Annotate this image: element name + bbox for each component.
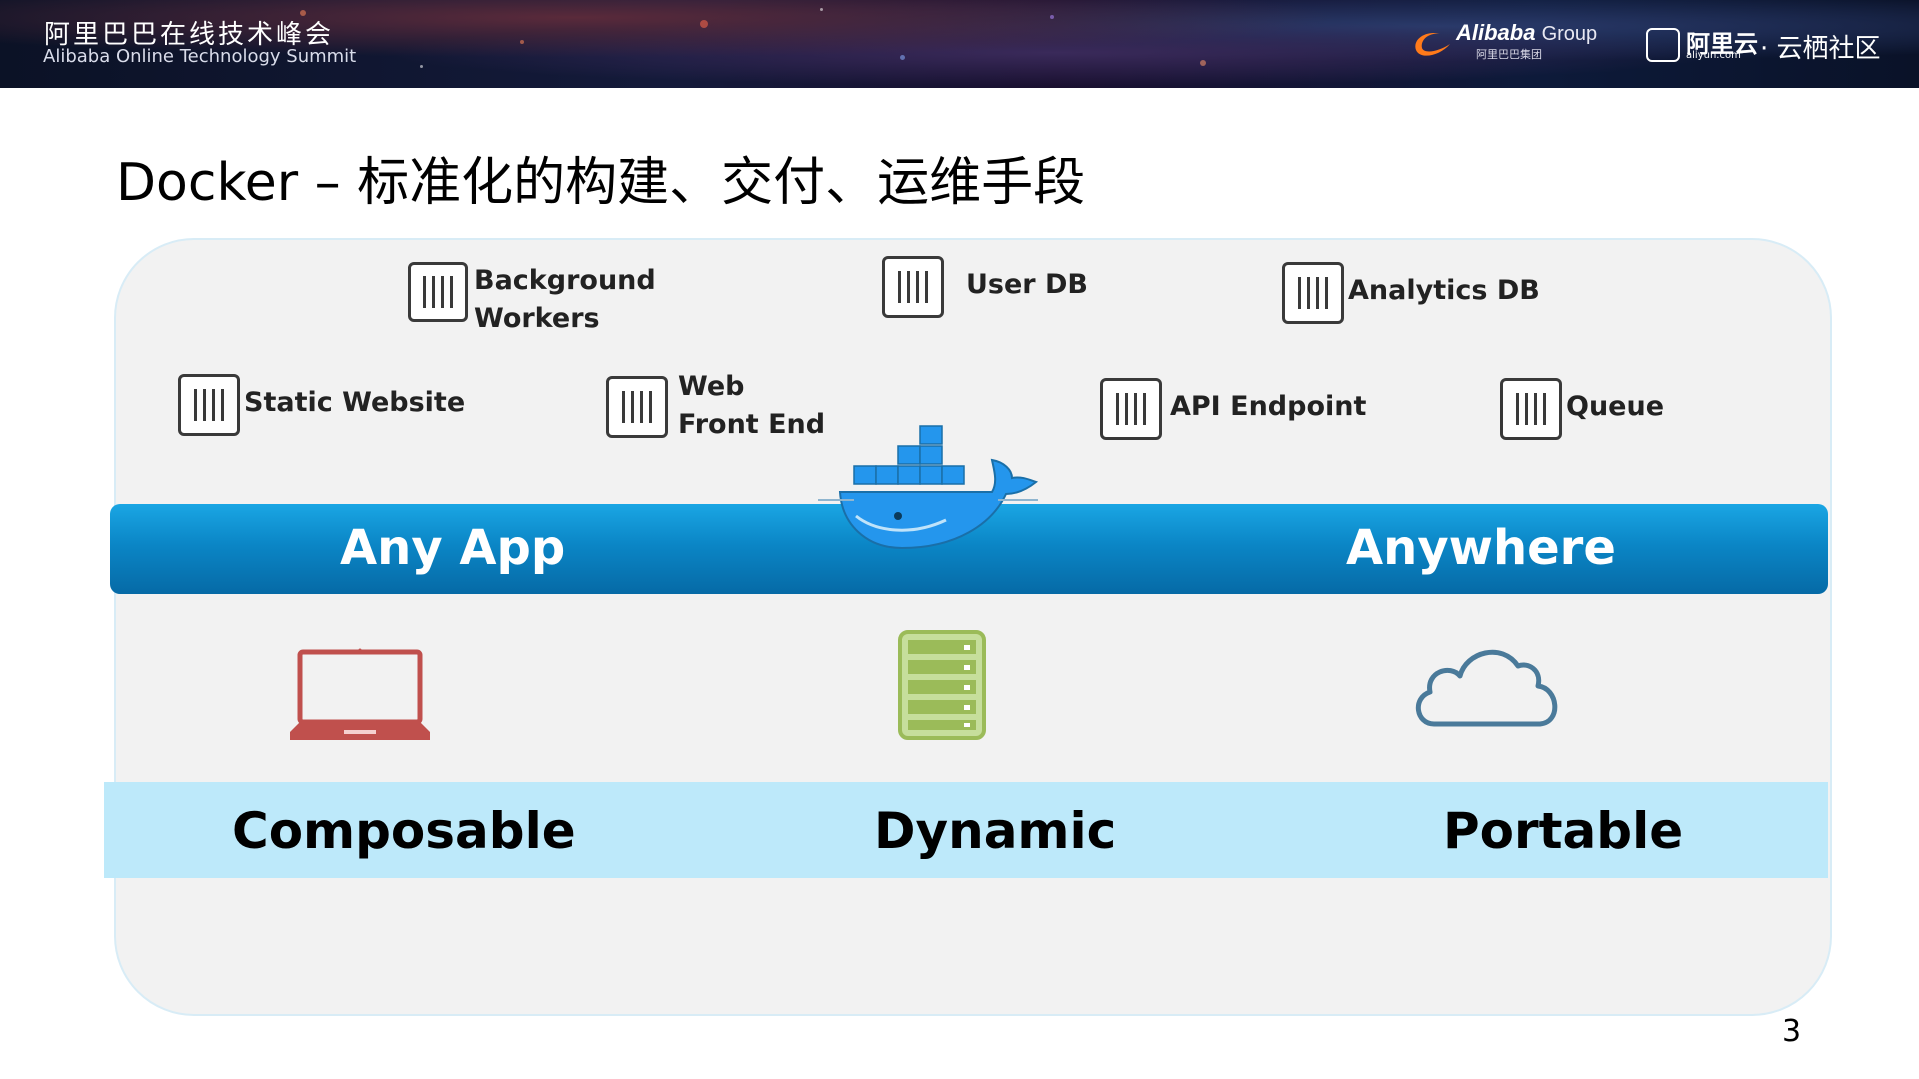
alibaba-group-cn: 阿里巴巴集团 <box>1476 48 1542 61</box>
quality-composable: Composable <box>232 802 576 860</box>
qualities-strip <box>104 782 1828 878</box>
container-icon <box>882 256 944 318</box>
container-icon <box>1100 378 1162 440</box>
community-label: · 云栖社区 <box>1760 34 1881 64</box>
app-api-endpoint: API Endpoint <box>1100 378 1366 440</box>
laptop-icon <box>290 648 430 740</box>
server-icon <box>898 630 986 740</box>
docker-whale-icon <box>818 425 1039 550</box>
app-label: API Endpoint <box>1170 391 1367 422</box>
app-label: Queue <box>1566 391 1665 422</box>
app-static-website: Static Website <box>178 374 465 436</box>
app-web-front-end: Web Front End <box>606 371 825 444</box>
app-label: Analytics DB <box>1348 275 1540 306</box>
app-analytics-db: Analytics DB <box>1282 262 1540 324</box>
app-label: Background Workers <box>474 265 656 334</box>
alibaba-logo-icon <box>1415 32 1450 56</box>
container-icon <box>606 376 668 438</box>
cloud-icon <box>1416 649 1558 727</box>
app-user-db: User DB <box>882 256 1088 318</box>
aliyun-en: aliyun.com <box>1686 50 1741 61</box>
band-anywhere: Anywhere <box>1346 520 1616 576</box>
page-number: 3 <box>1782 1014 1802 1049</box>
alibaba-group-logo: Alibaba Group <box>1456 20 1598 45</box>
summit-title-en: Alibaba Online Technology Summit <box>43 46 357 67</box>
slide-title: Docker – 标准化的构建、交付、运维手段 <box>116 153 1086 213</box>
app-background-workers: Background Workers <box>408 262 656 338</box>
band-any-app: Any App <box>340 520 566 576</box>
content-panel <box>114 238 1832 1016</box>
summit-title-cn: 阿里巴巴在线技术峰会 <box>44 20 335 50</box>
container-icon <box>1500 378 1562 440</box>
aliyun-logo-icon <box>1646 28 1680 62</box>
container-icon <box>408 262 468 322</box>
container-icon <box>1282 262 1344 324</box>
app-label: Web Front End <box>678 371 826 440</box>
container-icon <box>178 374 240 436</box>
app-label: User DB <box>966 269 1089 300</box>
header-banner: 阿里巴巴在线技术峰会 Alibaba Online Technology Sum… <box>0 0 1919 88</box>
app-queue: Queue <box>1500 378 1664 440</box>
quality-portable: Portable <box>1443 802 1684 860</box>
quality-dynamic: Dynamic <box>874 802 1117 860</box>
aliyun-cn: 阿里云 <box>1686 30 1758 58</box>
app-label: Static Website <box>244 387 466 418</box>
